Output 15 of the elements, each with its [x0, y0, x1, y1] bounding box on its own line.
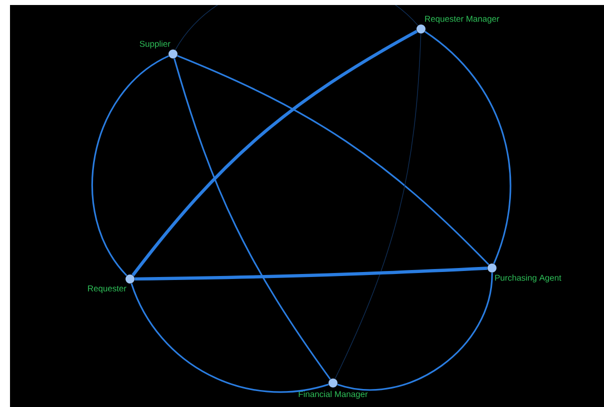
connection-line	[337, 272, 493, 391]
node-label: Supplier	[140, 40, 170, 48]
connection-line	[334, 33, 422, 380]
connection-line	[132, 30, 418, 276]
connection-line	[130, 283, 329, 393]
connection-line	[134, 266, 488, 281]
node-label: Requester Manager	[425, 16, 500, 24]
node-label: Requester	[88, 286, 126, 294]
connection-line	[92, 55, 170, 276]
connection-line	[174, 5, 418, 50]
node-label: Financial Manager	[298, 390, 368, 399]
connection-line	[174, 58, 331, 380]
connection-line	[424, 30, 512, 264]
node-label: Purchasing Agent	[495, 274, 562, 282]
connection-line	[177, 55, 490, 266]
